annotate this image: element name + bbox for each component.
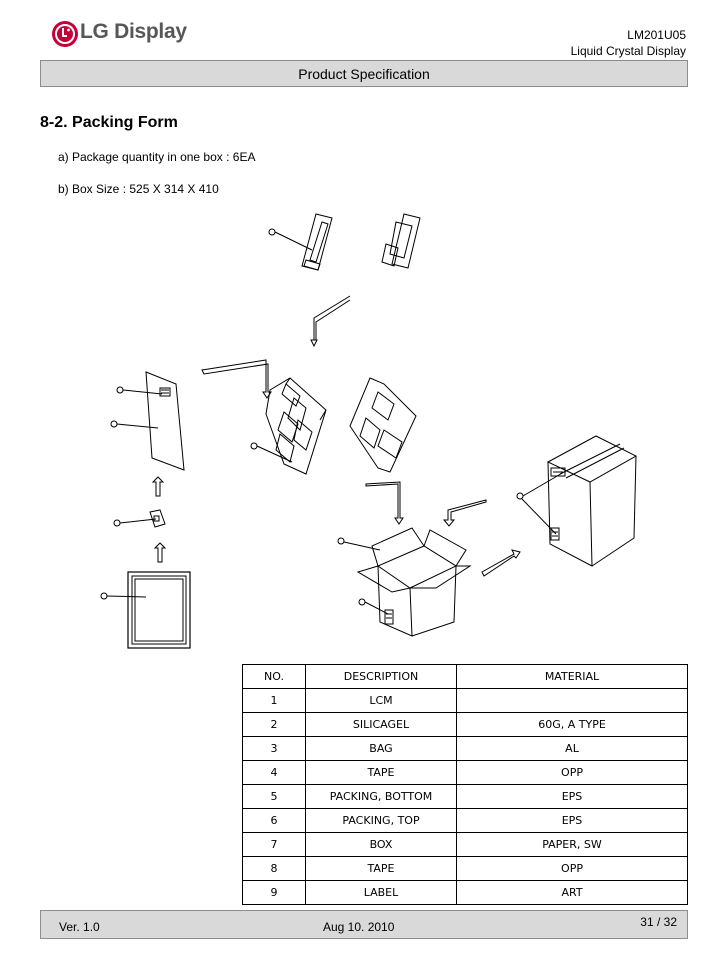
brand-name: LG Display xyxy=(80,20,187,43)
row-description: LABEL xyxy=(305,880,457,905)
spec-banner: Product Specification xyxy=(40,60,688,87)
table-row: 4 TAPE OPP xyxy=(242,760,688,785)
row-material: PAPER, SW xyxy=(456,832,688,857)
table-row: 2 SILICAGEL 60G, A TYPE xyxy=(242,712,688,737)
row-no: 5 xyxy=(242,784,306,809)
row-material: OPP xyxy=(456,760,688,785)
column-header-no: NO. xyxy=(242,664,306,689)
row-description: TAPE xyxy=(305,856,457,881)
package-quantity-text: a) Package quantity in one box : 6EA xyxy=(58,150,256,164)
date-label: Aug 10. 2010 xyxy=(323,920,395,934)
lg-logo-icon xyxy=(52,21,78,47)
row-material: 60G, A TYPE xyxy=(456,712,688,737)
row-material: OPP xyxy=(456,856,688,881)
table-row: 8 TAPE OPP xyxy=(242,856,688,881)
row-material: ART xyxy=(456,880,688,905)
packing-bottom-drawing xyxy=(250,377,417,475)
closed-box-drawing xyxy=(516,435,638,567)
row-material: EPS xyxy=(456,784,688,809)
row-no: 2 xyxy=(242,712,306,737)
table-row: 7 BOX PAPER, SW xyxy=(242,832,688,857)
row-description: BOX xyxy=(305,832,457,857)
row-description: SILICAGEL xyxy=(305,712,457,737)
row-no: 3 xyxy=(242,736,306,761)
open-box-drawing xyxy=(337,527,472,637)
silicagel-drawing xyxy=(113,509,166,528)
table-row: 3 BAG AL xyxy=(242,736,688,761)
row-no: 1 xyxy=(242,688,306,713)
row-no: 7 xyxy=(242,832,306,857)
row-description: LCM xyxy=(305,688,457,713)
bag-drawing xyxy=(110,371,185,471)
row-description: PACKING, BOTTOM xyxy=(305,784,457,809)
model-number: LM201U05 xyxy=(627,28,686,42)
row-no: 9 xyxy=(242,880,306,905)
packing-parts-table: NO. DESCRIPTION MATERIAL 1 LCM 2 SILICAG… xyxy=(242,664,688,905)
table-row: 1 LCM xyxy=(242,688,688,713)
row-description: TAPE xyxy=(305,760,457,785)
document-subtitle: Liquid Crystal Display xyxy=(570,44,686,58)
row-material: EPS xyxy=(456,808,688,833)
row-description: BAG xyxy=(305,736,457,761)
row-no: 8 xyxy=(242,856,306,881)
box-size-text: b) Box Size : 525 X 314 X 410 xyxy=(58,182,219,196)
row-no: 4 xyxy=(242,760,306,785)
table-row: 9 LABEL ART xyxy=(242,880,688,905)
row-no: 6 xyxy=(242,808,306,833)
row-material: AL xyxy=(456,736,688,761)
version-label: Ver. 1.0 xyxy=(59,920,100,934)
column-header-material: MATERIAL xyxy=(456,664,688,689)
row-description: PACKING, TOP xyxy=(305,808,457,833)
table-header-row: NO. DESCRIPTION MATERIAL xyxy=(242,664,688,689)
section-title: 8-2. Packing Form xyxy=(40,114,178,131)
page-number: 31 / 32 xyxy=(640,915,677,929)
row-material xyxy=(456,688,688,713)
page-footer: Ver. 1.0 Aug 10. 2010 31 / 32 xyxy=(40,910,688,939)
table-row: 5 PACKING, BOTTOM EPS xyxy=(242,784,688,809)
lcm-panel-drawing xyxy=(100,571,191,649)
packing-exploded-diagram xyxy=(100,213,638,649)
column-header-description: DESCRIPTION xyxy=(305,664,457,689)
table-row: 6 PACKING, TOP EPS xyxy=(242,808,688,833)
packing-top-drawing xyxy=(268,213,421,271)
